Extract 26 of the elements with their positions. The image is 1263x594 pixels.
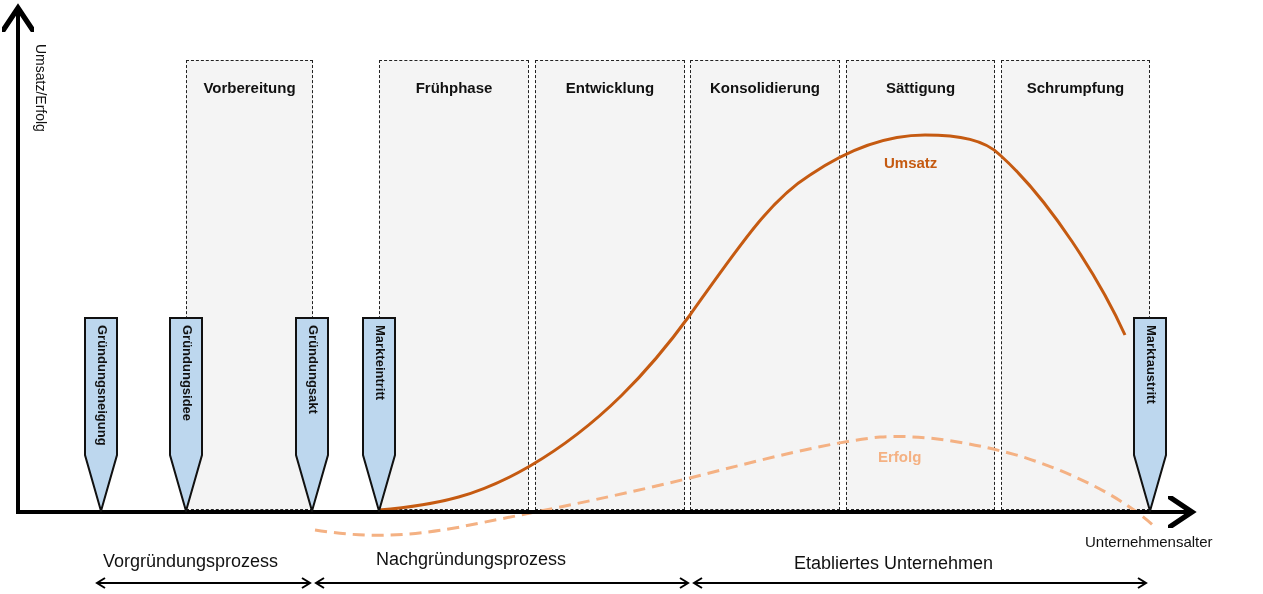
milestone-label: Gründungsneigung [95,325,110,446]
phase-title: Vorbereitung [202,79,297,96]
phase-title: Entwicklung [564,79,656,96]
phase-title: Sättigung [884,79,957,96]
axis-label: Umsatz/Erfolg [33,44,49,132]
curve-label: Erfolg [878,448,922,465]
milestone-label: Gründungsakt [306,325,321,414]
curve-label: Umsatz [884,154,938,171]
milestone-marker [84,317,118,512]
milestone-label: Markteintritt [373,325,388,401]
phase-title: Frühphase [414,79,494,96]
milestone-marker [362,317,396,512]
milestone-label: Marktaustritt [1144,325,1159,404]
phase-title: Konsolidierung [709,79,821,96]
phase-box [846,60,995,510]
span-label: Vorgründungsprozess [103,551,279,572]
phase-title: Schrumpfung [1025,79,1126,96]
phase-box [535,60,685,510]
milestone-marker [295,317,329,512]
milestone-label: Gründungsidee [180,325,195,422]
span-label: Nachgründungsprozess [376,549,567,570]
span-label: Etabliertes Unternehmen [794,553,994,574]
phase-box [690,60,840,510]
milestone-marker [1133,317,1167,512]
milestone-marker [169,317,203,512]
axis-label: Unternehmensalter [1085,533,1213,550]
